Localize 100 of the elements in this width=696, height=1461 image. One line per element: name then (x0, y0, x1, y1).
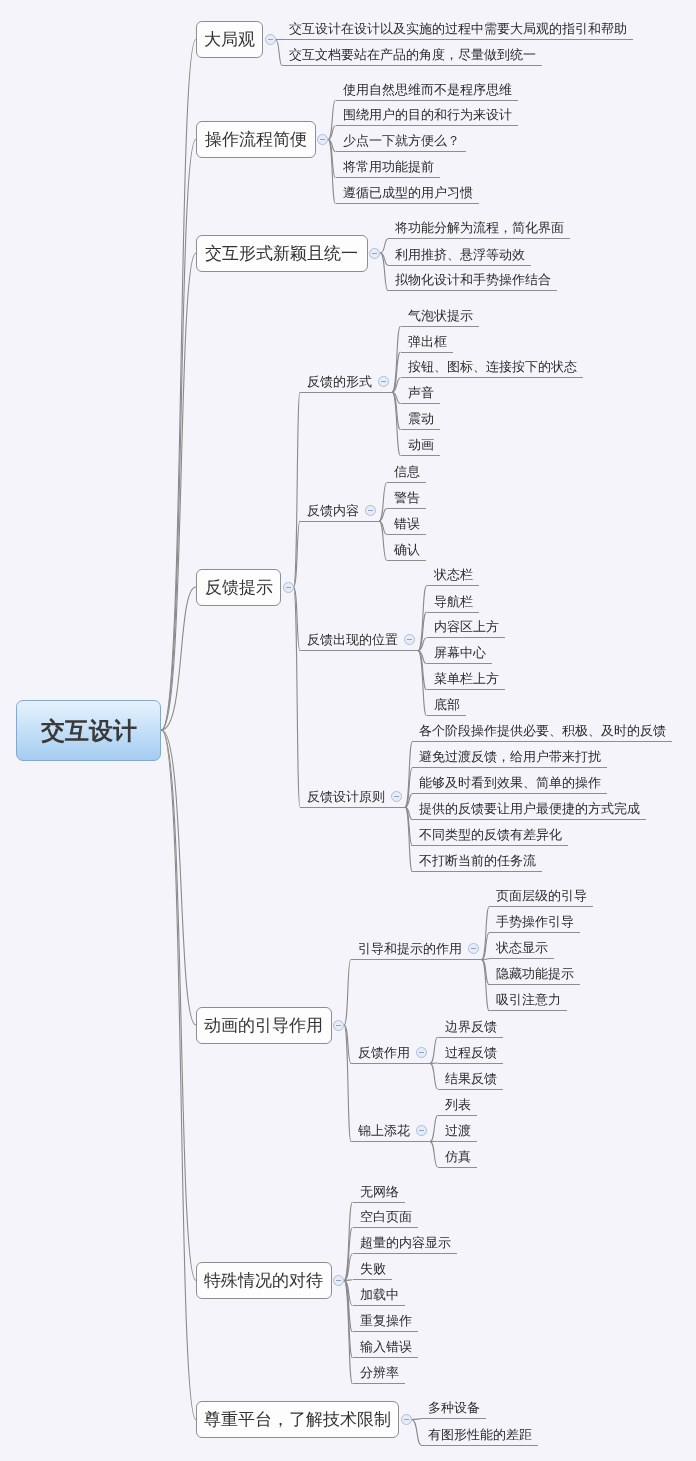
connector-line (391, 391, 402, 405)
connector-line (410, 1418, 422, 1446)
branch-label: 失败 (352, 1255, 392, 1281)
topic-box: 动画的引导作用 (196, 1006, 332, 1044)
connector-line (378, 482, 388, 522)
connector-line (417, 650, 428, 691)
branch-label: 状态栏 (426, 561, 479, 587)
connector-line (343, 1279, 354, 1385)
connector-line (429, 1062, 439, 1064)
connector-line (292, 586, 301, 808)
topic-box: 大局观 (196, 21, 263, 58)
branch-label: 警告 (386, 484, 426, 510)
branch-label: 能够及时看到效果、简单的操作 (412, 769, 608, 795)
connector-line (160, 729, 197, 1026)
connector-line (274, 38, 283, 41)
topic-box: 尊重平台，了解技术限制 (196, 1401, 399, 1438)
branch-label: 空白页面 (352, 1203, 418, 1229)
connector-line (327, 138, 337, 153)
connector-line (429, 1140, 439, 1143)
branch-label: 加载中 (352, 1281, 405, 1307)
connector-line (379, 252, 389, 292)
branch-label: 气泡状提示 (400, 301, 479, 327)
connector-line (378, 520, 388, 535)
topic-box: 特殊情况的对待 (196, 1262, 332, 1299)
connector-line (160, 729, 197, 1421)
branch-label: 交互设计在设计以及实施的过程中需要大局观的指引和帮助 (282, 15, 633, 40)
connector-line (429, 1062, 439, 1090)
connector-line (481, 932, 490, 961)
connector-line (429, 1141, 439, 1168)
subtopic-label: 反馈出现的位置 (307, 632, 398, 648)
connector-line (343, 1024, 352, 1064)
connector-line (417, 637, 428, 652)
branch-label: 遵循已成型的用户习惯 (335, 179, 479, 205)
connector-line (391, 391, 402, 457)
branch-label: 结果反馈 (437, 1064, 503, 1090)
connector-line (274, 38, 283, 66)
connector-line (343, 1253, 354, 1282)
connector-line (391, 391, 402, 431)
connector-line (481, 958, 490, 961)
connector-line (343, 1024, 352, 1143)
branch-label: 避免过渡反馈，给用户带来打扰 (412, 743, 608, 769)
subtopic-label: 反馈作用 (358, 1044, 410, 1060)
branch-label: 手势操作引导 (489, 908, 581, 934)
topic-box: 反馈提示 (196, 568, 281, 606)
branch-label: 隐藏功能提示 (489, 960, 581, 986)
subtopic-label: 反馈内容 (307, 502, 359, 518)
connector-line (292, 520, 301, 588)
branch-label: 提供的反馈要让用户最便捷的方式完成 (412, 795, 647, 821)
branch-label: 声音 (400, 379, 440, 405)
branch-label: 状态显示 (489, 934, 555, 960)
branch-label: 列表 (437, 1090, 477, 1116)
connector-line (481, 959, 490, 986)
branch-label: 页面层级的引导 (489, 882, 594, 908)
branch-label: 多种设备 (421, 1394, 487, 1420)
branch-label: 使用自然思维而不是程序思维 (335, 75, 518, 101)
branch-label: 有图形性能的差距 (421, 1420, 539, 1446)
subtopic-label: 反馈的形式 (307, 373, 372, 389)
subtopic-label: 锦上添花 (358, 1123, 410, 1139)
branch-label: 错误 (386, 509, 426, 535)
topic-box: 操作流程简便 (196, 121, 316, 158)
branch-label: 内容区上方 (426, 613, 505, 639)
connector-line (343, 1227, 354, 1282)
branch-label: 重复操作 (352, 1307, 418, 1333)
connector-line (417, 611, 428, 652)
branch-label: 分辨率 (352, 1359, 405, 1385)
connector-line (429, 1036, 439, 1064)
branch-label: 导航栏 (426, 587, 479, 613)
connector-line (327, 138, 337, 205)
connector-line (327, 125, 337, 141)
branch-label: 不同类型的反馈有差异化 (412, 821, 569, 847)
branch-label: 弹出框 (400, 327, 453, 353)
branch-label: 屏幕中心 (426, 639, 492, 665)
branch-label: 各个阶段操作提供必要、积极、及时的反馈 (412, 717, 673, 743)
topic-box: 交互形式新颖且统一 (196, 234, 368, 272)
branch-label: 动画 (400, 431, 440, 457)
branch-label: 不打断当前的任务流 (412, 847, 543, 873)
branch-label: 边界反馈 (437, 1012, 503, 1038)
branch-label: 无网络 (352, 1177, 405, 1203)
branch-label: 信息 (386, 458, 426, 484)
connector-line (391, 377, 402, 393)
branch-label: 利用推挤、悬浮等动效 (388, 240, 531, 266)
branch-label: 仿真 (437, 1142, 477, 1168)
connector-line (410, 1418, 422, 1421)
central-topic-box: 交互设计 (16, 699, 162, 761)
connector-line (343, 1279, 354, 1282)
connector-line (378, 520, 388, 561)
connector-line (481, 959, 490, 1012)
connector-line (404, 767, 413, 808)
connector-line (379, 238, 389, 254)
connector-line (417, 650, 428, 717)
branch-label: 菜单栏上方 (426, 665, 505, 691)
branch-label: 超量的内容显示 (352, 1229, 457, 1255)
connector-line (160, 252, 197, 731)
branch-label: 确认 (386, 535, 426, 561)
subtopic-label: 反馈设计原则 (307, 788, 385, 804)
connector-line (404, 806, 413, 821)
branch-label: 震动 (400, 405, 440, 431)
connector-line (404, 806, 413, 873)
branch-label: 过程反馈 (437, 1038, 503, 1064)
connector-line (391, 351, 402, 393)
